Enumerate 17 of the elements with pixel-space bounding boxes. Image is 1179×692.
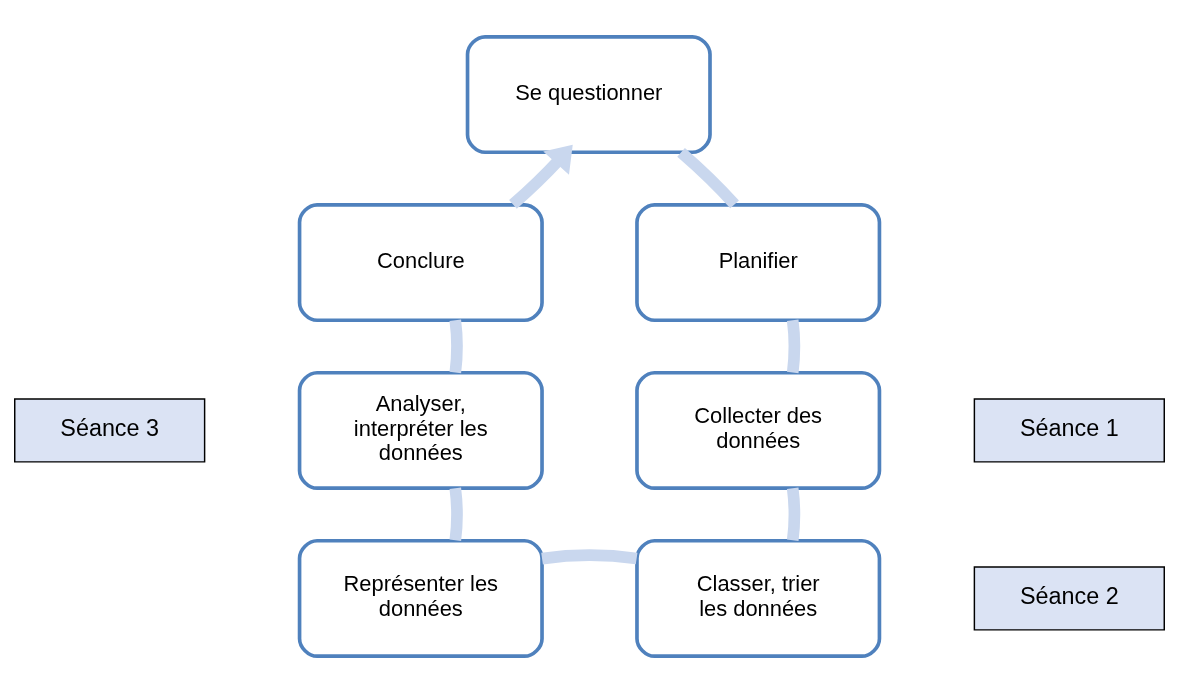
connector — [677, 147, 739, 208]
node-box: Conclure — [297, 202, 544, 322]
connector — [786, 319, 801, 373]
arrow — [509, 144, 573, 209]
connector — [449, 319, 463, 373]
node-box: Collecter des données — [635, 370, 882, 490]
connector — [786, 487, 801, 541]
node-box: Planifier — [635, 202, 882, 322]
node-box: Représenter les données — [297, 538, 544, 658]
node-box: Analyser, interpréter les données — [297, 370, 544, 490]
node-box: Séance 2 — [973, 565, 1165, 631]
node-box: Séance 3 — [14, 397, 206, 463]
connector — [541, 548, 638, 564]
node-box: Séance 1 — [973, 397, 1165, 463]
connector — [449, 487, 463, 541]
node-box: Se questionner — [465, 34, 712, 154]
node-box: Classer, trier les données — [635, 538, 882, 658]
